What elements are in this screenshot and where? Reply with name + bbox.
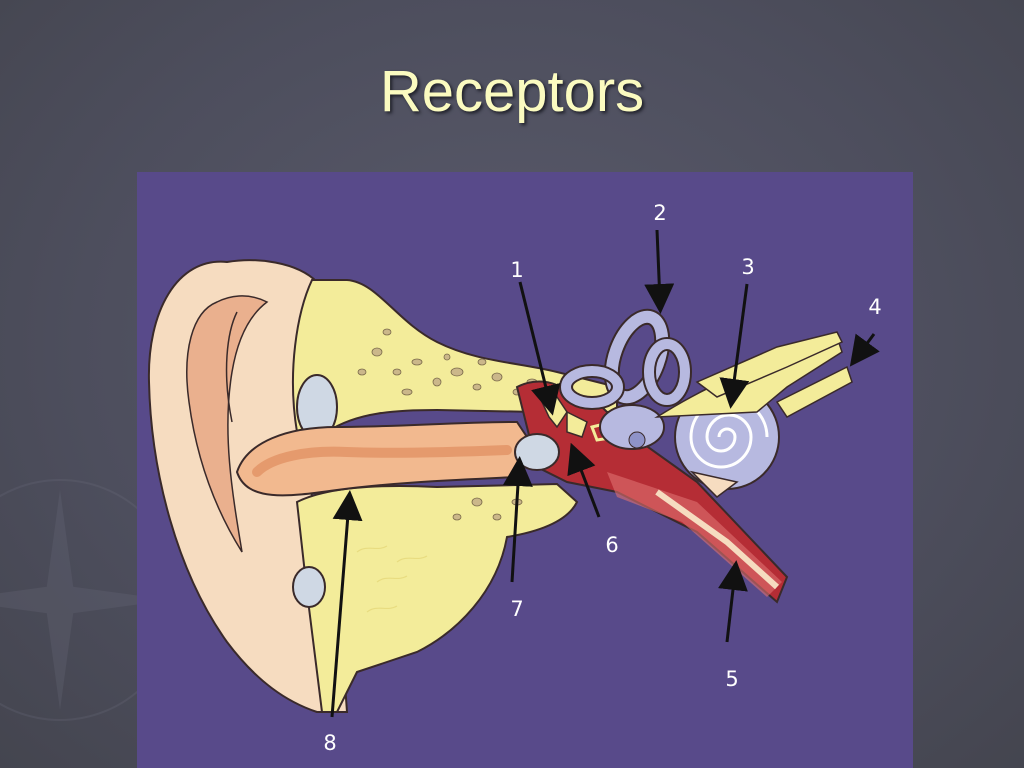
temporal-bone-lower [295, 482, 579, 713]
arrow-2 [644, 229, 675, 314]
semicircular-canals [559, 308, 692, 410]
vestibule [599, 404, 665, 450]
arrow-6 [567, 442, 601, 518]
label-arrows [330, 229, 880, 718]
label-1: 1 [510, 258, 523, 282]
arrow-8 [330, 490, 363, 718]
label-8: 8 [323, 731, 336, 755]
label-2: 2 [653, 201, 666, 225]
compass-watermark [0, 479, 160, 721]
arrow-7 [502, 456, 533, 583]
label-7: 7 [510, 597, 523, 621]
label-5: 5 [725, 667, 738, 691]
eardrum [514, 433, 560, 471]
bone-fragment [689, 470, 739, 498]
arrow-1 [518, 281, 561, 416]
arrow-3 [719, 283, 750, 409]
arrow-4 [849, 333, 880, 367]
label-3: 3 [741, 255, 754, 279]
eustachian-tube [655, 489, 780, 590]
label-4: 4 [868, 295, 881, 319]
arrow-5 [718, 560, 748, 643]
cartilage-oval-lower [292, 566, 326, 608]
ear-diagram: 1 2 3 4 5 6 7 8 [147, 201, 882, 755]
label-6: 6 [605, 533, 618, 557]
ear-diagram-panel: 1 2 3 4 5 6 7 8 [137, 172, 913, 768]
slide-title: Receptors [379, 59, 645, 124]
